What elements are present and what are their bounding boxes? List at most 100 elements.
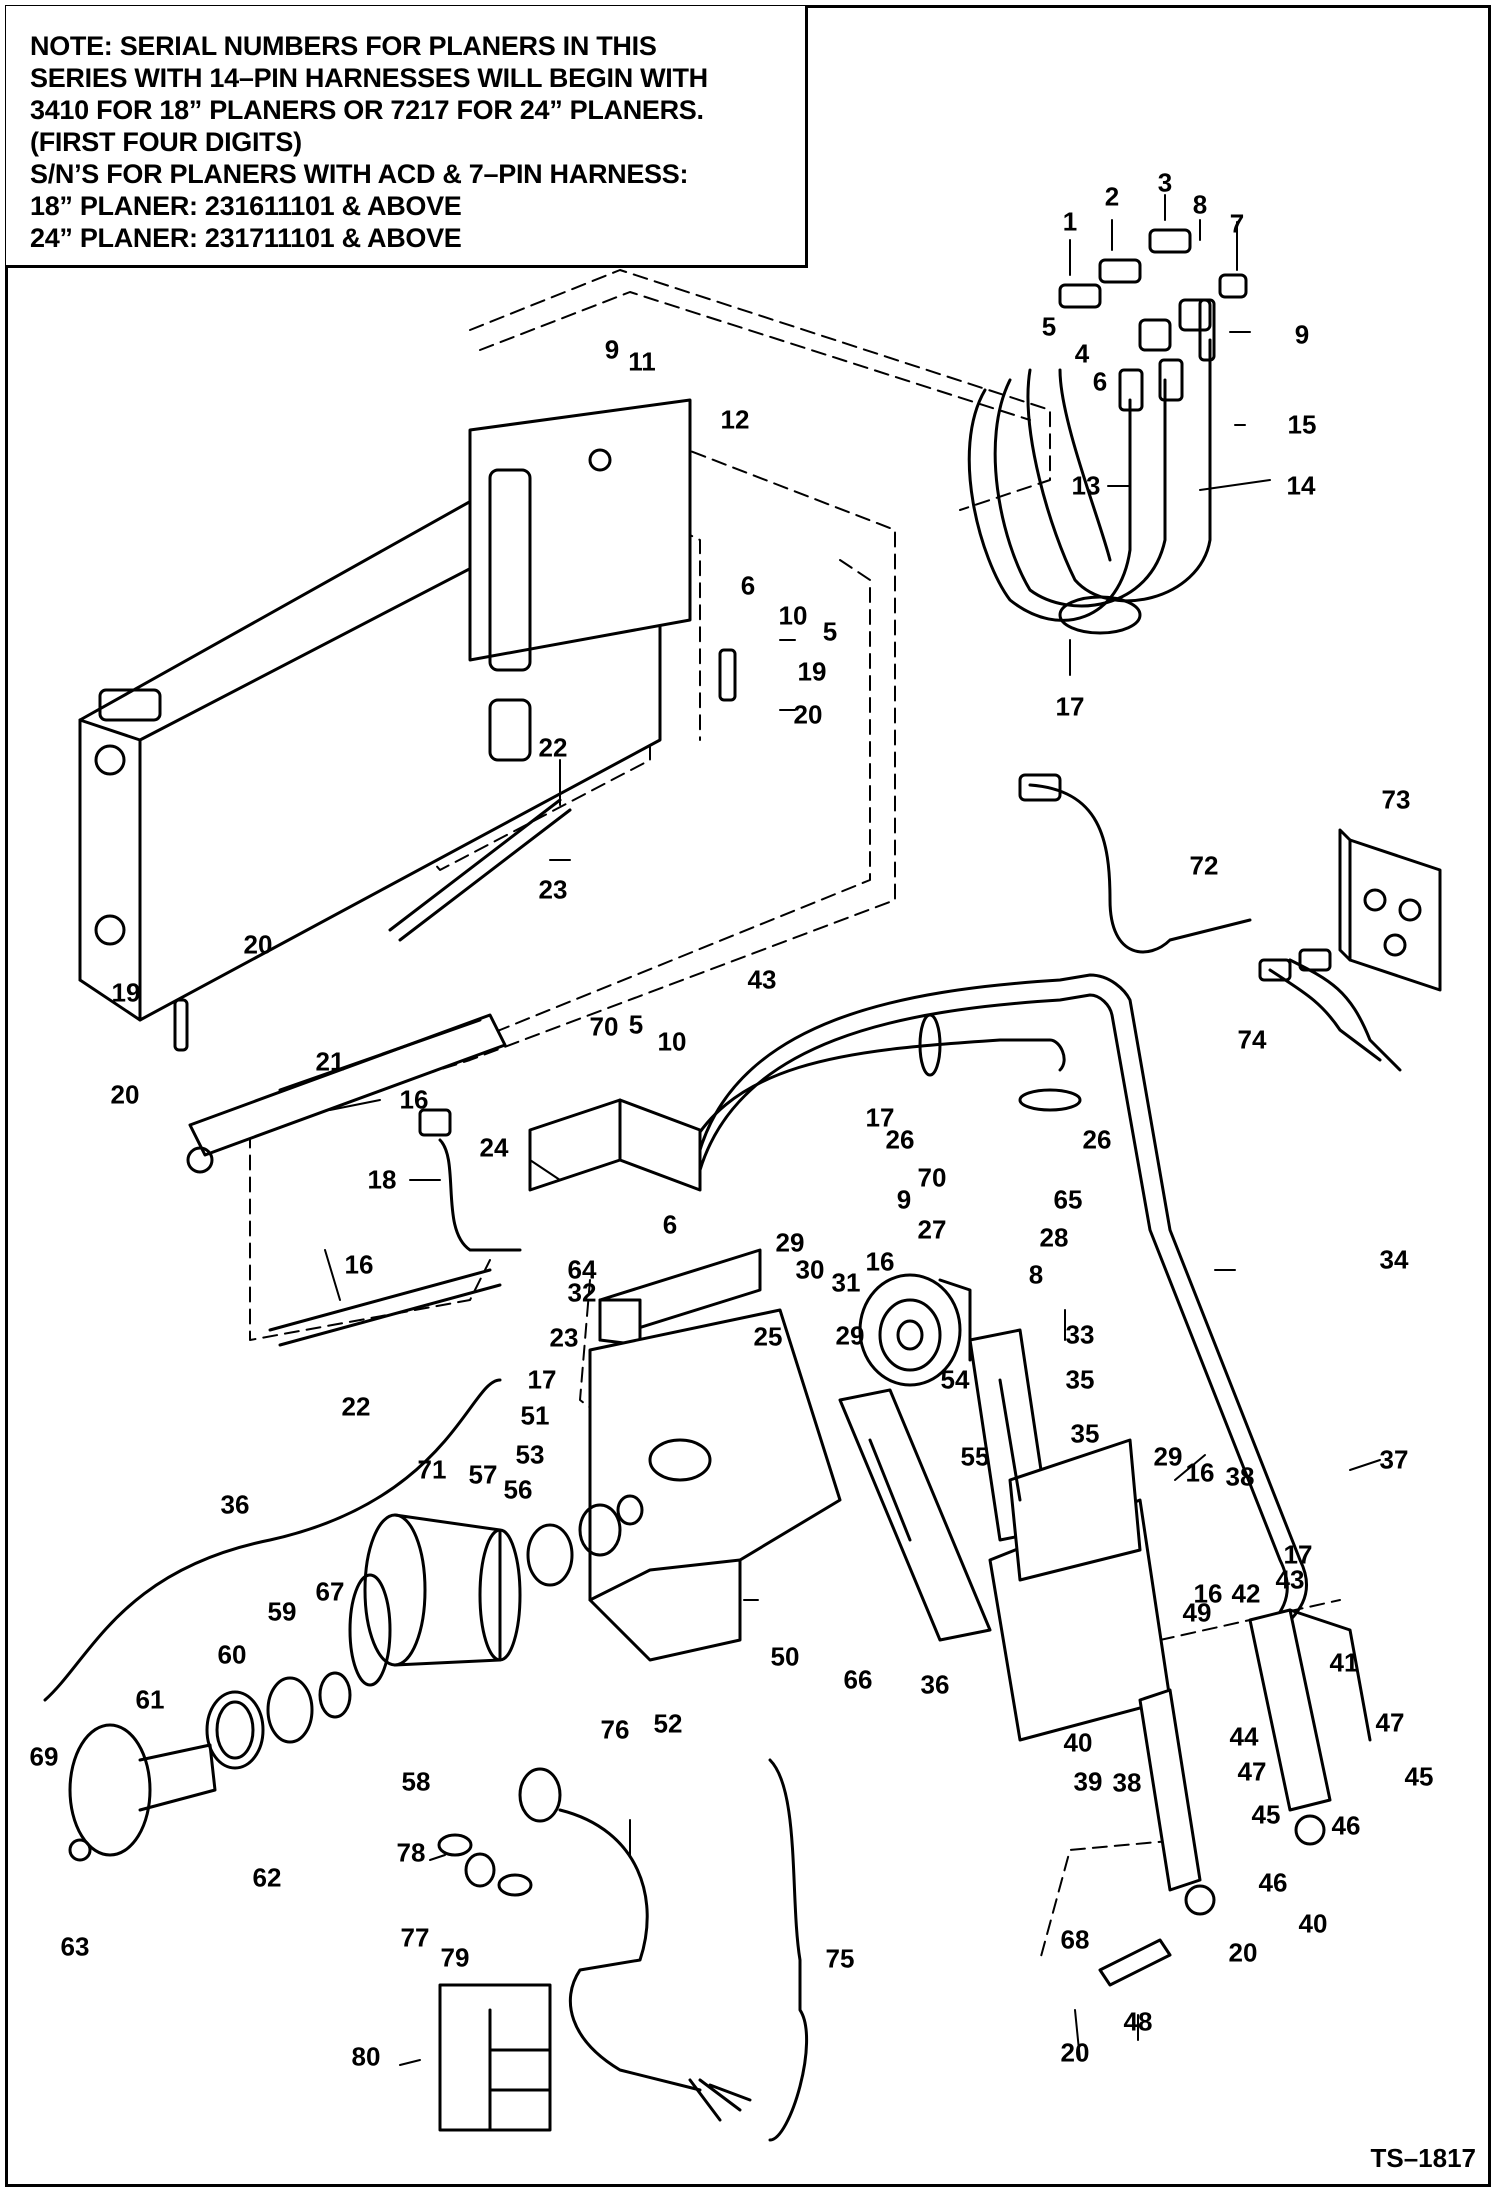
callout-label: 35 [1065,1364,1095,1395]
hydraulic-hoses-13-14-15 [967,298,1216,635]
callout-label: 67 [315,1576,345,1607]
callout-label: 8 [1192,189,1208,220]
callout-label: 2 [1104,181,1120,212]
note-line: SERIES WITH 14–PIN HARNESSES WILL BEGIN … [30,63,708,93]
note-line: 3410 FOR 18” PLANERS OR 7217 FOR 24” PLA… [30,95,704,125]
callout-label: 30 [795,1254,825,1285]
callout-label: 4 [1074,338,1090,369]
callout-label: 59 [267,1596,297,1627]
callout-label: 54 [940,1364,970,1395]
callout-label: 79 [440,1942,470,1973]
callout-label: 32 [567,1277,597,1308]
callout-label: 20 [243,929,273,960]
callout-label: 70 [917,1162,947,1193]
callout-label: 43 [747,964,777,995]
note-line: NOTE: SERIAL NUMBERS FOR PLANERS IN THIS [30,31,657,61]
callout-label: 44 [1229,1721,1259,1752]
callout-label: 47 [1375,1707,1405,1738]
callout-label: 70 [589,1011,619,1042]
side-plate-51 [588,1308,842,1662]
callout-label: 21 [315,1046,345,1077]
callout-label: 7 [1229,208,1245,239]
callout-label: 45 [1251,1799,1281,1830]
callout-label: 17 [1055,691,1085,722]
callout-label: 38 [1225,1461,1255,1492]
callout-label: 76 [600,1714,630,1745]
callout-label: 6 [740,570,756,601]
rods [268,648,737,1347]
callout-label: 25 [753,1321,783,1352]
callout-label: 17 [865,1102,895,1133]
callout-label: 63 [60,1931,90,1962]
callout-label: 49 [1182,1597,1212,1628]
callout-label: 52 [653,1708,683,1739]
callout-label: 20 [110,1079,140,1110]
callout-label: 20 [1060,2037,1090,2068]
harness-76 [518,1767,752,2122]
callout-label: 9 [896,1184,912,1215]
note-line: 24” PLANER: 231711101 & ABOVE [30,223,462,253]
callout-label: 9 [1294,319,1310,350]
callout-label: 6 [1092,366,1108,397]
callout-label: 34 [1379,1244,1409,1275]
callout-label: 43 [1275,1564,1305,1595]
callout-label: 16 [399,1084,429,1115]
callout-label: 36 [220,1489,250,1520]
note-line: 18” PLANER: 231611101 & ABOVE [30,191,462,221]
callout-label: 16 [344,1249,374,1280]
callout-label: 78 [396,1837,426,1868]
controller-73 [1338,828,1442,992]
callout-label: 74 [1237,1024,1267,1055]
callout-label: 60 [217,1639,247,1670]
callout-label: 23 [549,1322,579,1353]
callout-label: 16 [1185,1457,1215,1488]
callout-label: 29 [835,1320,865,1351]
lift-cylinders-40 [1138,1608,1372,1916]
harness-74 [1258,948,1402,1072]
parts-77-79 [437,1833,533,1897]
callout-label: 38 [1112,1767,1142,1798]
serial-number-note: NOTE: SERIAL NUMBERS FOR PLANERS IN THIS… [6,6,808,268]
callout-label: 18 [367,1164,397,1195]
callout-label: 10 [778,600,808,631]
drawing-code: TS–1817 [1370,2143,1476,2173]
callout-label: 15 [1287,409,1317,440]
callout-label: 19 [111,977,141,1008]
callout-label: 68 [1060,1924,1090,1955]
note-line: (FIRST FOUR DIGITS) [30,127,302,157]
callout-label: 42 [1231,1578,1261,1609]
callout-label: 33 [1065,1319,1095,1350]
callout-label: 9 [604,334,620,365]
callout-label: 75 [825,1943,855,1974]
callout-label: 8 [1028,1259,1044,1290]
control-valve-24 [418,1098,702,1252]
callout-label: 40 [1298,1908,1328,1939]
decal-80 [438,1983,552,2132]
callout-label: 5 [822,616,838,647]
callout-label: 36 [920,1669,950,1700]
callout-label: 50 [770,1641,800,1672]
bearings-59-60-67 [205,1671,352,1770]
callout-label: 28 [1039,1222,1069,1253]
bracket-25 [598,1248,762,1347]
callout-label: 45 [1404,1761,1434,1792]
callout-label: 55 [960,1441,990,1472]
callout-label: 17 [1283,1539,1313,1570]
callout-label: 26 [885,1124,915,1155]
callout-label: 14 [1286,470,1316,501]
callout-label: 53 [515,1439,545,1470]
callout-label: 1 [1062,206,1078,237]
group-brackets [43,1378,809,2142]
callout-label: 41 [1329,1647,1359,1678]
callout-label: 35 [1070,1418,1100,1449]
callout-label: 20 [793,699,823,730]
callout-label: 61 [135,1684,165,1715]
callout-label: 16 [865,1246,895,1277]
callout-label: 65 [1053,1184,1083,1215]
plates-35-36 [838,1328,1172,1742]
callout-label: 6 [662,1209,678,1240]
callout-label: 24 [479,1132,509,1163]
callout-label: 46 [1258,1867,1288,1898]
callout-label: 17 [527,1364,557,1395]
